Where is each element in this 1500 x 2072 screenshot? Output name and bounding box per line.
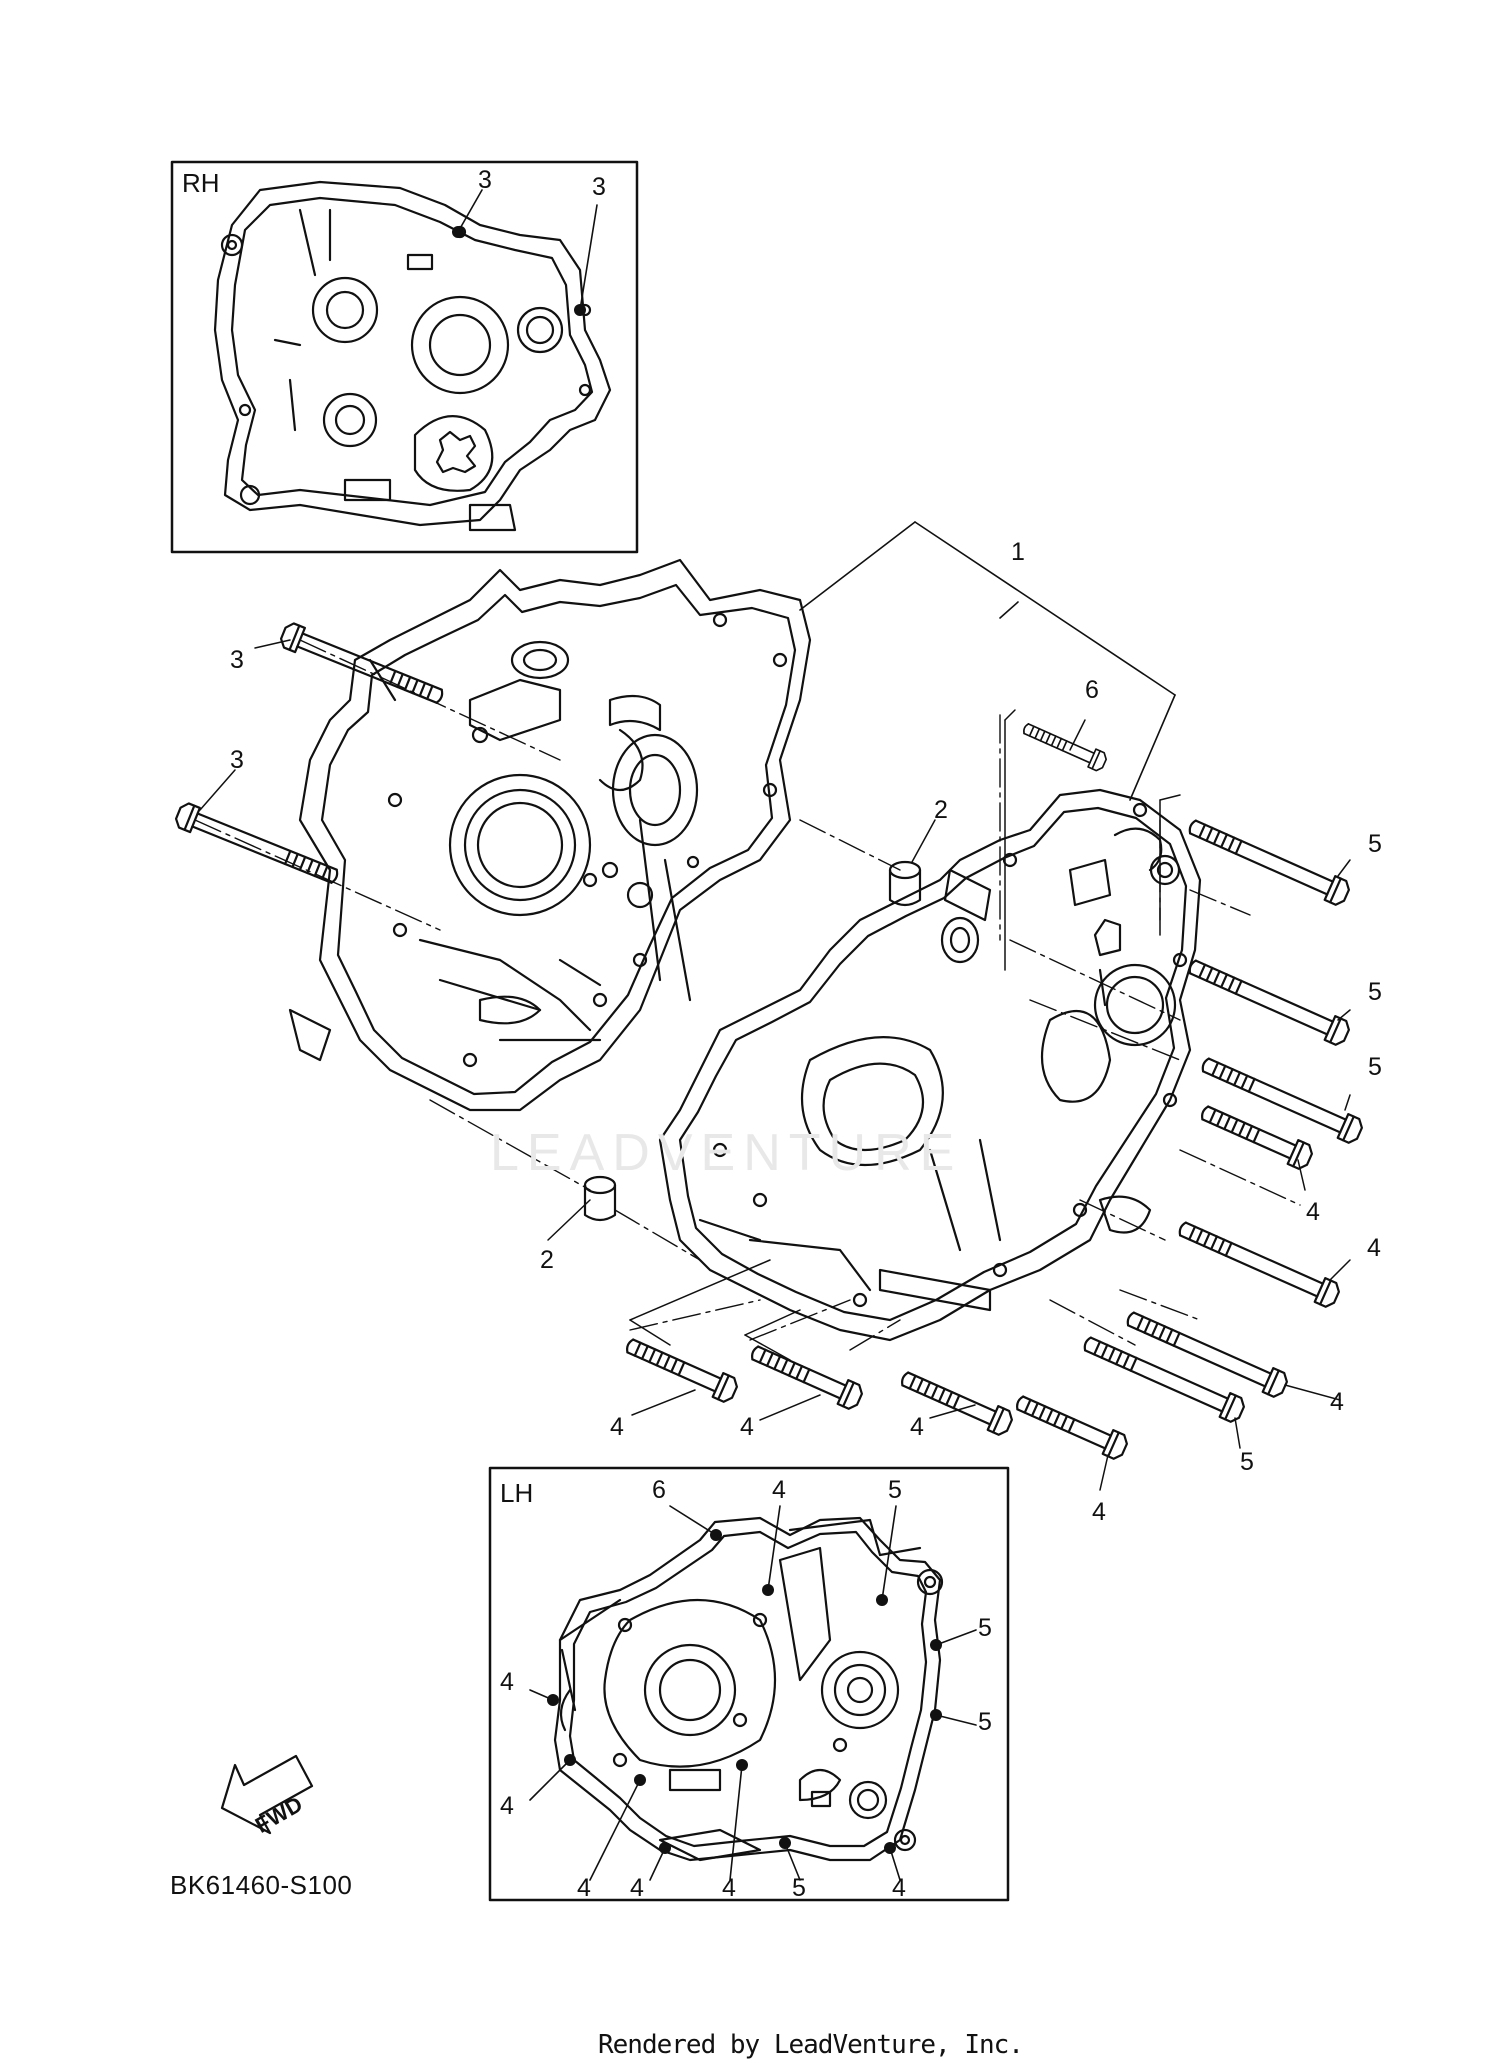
callout-3-upper: 3 [230,646,244,674]
callout-3-lower: 3 [230,746,244,774]
rh-inset-title: RH [182,168,220,198]
callout-2-lower: 2 [540,1246,554,1274]
rh-crankcase-outline [213,180,612,532]
bolt-6 [1019,718,1110,774]
lh-callout-4-bottom-d: 4 [892,1874,906,1902]
lh-callout-dots [547,1529,942,1854]
callout-4-right-a: 4 [1306,1198,1320,1226]
rh-callout-dot [574,304,586,316]
callout-6: 6 [1085,676,1099,704]
lh-callout-4-bottom-c: 4 [722,1874,736,1902]
lh-callout-5-bottom: 5 [792,1874,806,1902]
bolt-4-d [621,1331,741,1406]
rh-callout-dot [452,226,464,238]
diagram-code: BK61460-S100 [170,1870,353,1900]
lh-callout-leaders [529,1505,977,1881]
callout-4-right-c: 4 [1330,1388,1344,1416]
bolt-4-g [1011,1388,1131,1463]
rh-callout-leaders [457,189,598,311]
callout-2-upper: 2 [934,796,948,824]
leader-lines [199,639,1351,1491]
callout-1: 1 [1011,538,1025,566]
bolt-4-a [1196,1098,1316,1173]
rh-inset-frame [170,160,639,554]
left-crankcase-half [658,788,1202,1342]
watermark: LEADVENTURE [490,1124,962,1182]
bolt-5-c [1197,1050,1366,1147]
rh-callout-3a: 3 [478,166,492,194]
lh-callout-4-bottom-b: 4 [630,1874,644,1902]
callout-5-a: 5 [1368,830,1382,858]
dowel-pin-lower [583,1175,617,1222]
bolt-4-b [1174,1214,1343,1311]
callout-5-b: 5 [1368,978,1382,1006]
dowel-pin-upper [888,860,922,907]
lh-callout-4-bottom-a: 4 [577,1874,591,1902]
rh-callout-3b: 3 [592,173,606,201]
lh-callout-6: 6 [652,1476,666,1504]
callout-5-c: 5 [1368,1053,1382,1081]
bolt-5-a [1184,812,1353,909]
bolt-5-b [1184,952,1353,1049]
bolt-4-c [1122,1304,1291,1401]
callout-5-d: 5 [1240,1448,1254,1476]
callout-4-bottom-c: 4 [910,1413,924,1441]
lh-callout-4-left-b: 4 [500,1792,514,1820]
bottom-bracket-lines [629,709,1181,1361]
lh-callout-4-top: 4 [772,1476,786,1504]
lh-inset-frame [488,1466,1010,1902]
assembly-centerlines [194,639,1301,1351]
lh-callout-4-left-a: 4 [500,1668,514,1696]
assembly-bracket [799,521,1176,801]
lh-callout-5-top: 5 [888,1476,902,1504]
bolt-5-d [1079,1329,1248,1426]
fwd-arrow-icon [220,1754,314,1835]
callout-4-bottom-a: 4 [610,1413,624,1441]
render-credit: Rendered by LeadVenture, Inc. [598,2030,1024,2060]
lh-callout-5-right-b: 5 [978,1708,992,1736]
callout-4-right-b: 4 [1367,1234,1381,1262]
lh-callout-5-right-a: 5 [978,1614,992,1642]
callout-4-bottom-d: 4 [1092,1498,1106,1526]
callout-4-bottom-b: 4 [740,1413,754,1441]
right-crankcase-half [288,558,812,1112]
lh-inset-title: LH [500,1478,534,1508]
lh-crankcase-outline [553,1516,944,1862]
